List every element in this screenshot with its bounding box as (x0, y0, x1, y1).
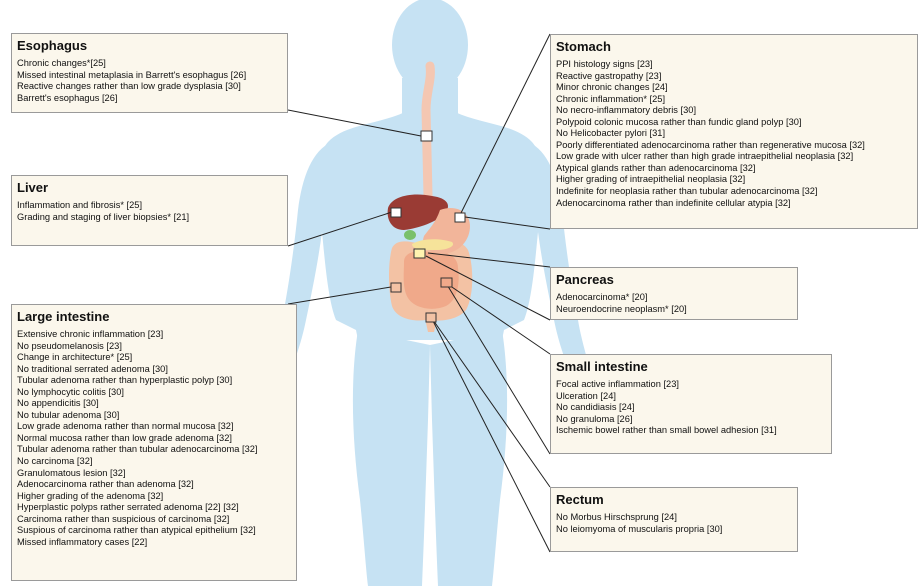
marker-stomach (455, 213, 465, 222)
list-item: Adenocarcinoma rather than adenoma [32] (17, 479, 290, 491)
list-item: Reactive changes rather than low grade d… (17, 81, 281, 93)
list-item: PPI histology signs [23] (556, 59, 911, 71)
list-item: Tubular adenoma rather than hyperplastic… (17, 375, 290, 387)
small-intestine-box: Small intestine Focal active inflammatio… (550, 354, 832, 454)
list-item: Carcinoma rather than suspicious of carc… (17, 514, 290, 526)
pancreas-list: Adenocarcinoma* [20] Neuroendocrine neop… (556, 292, 791, 315)
list-item: Higher grading of intraepithelial neopla… (556, 174, 911, 186)
list-item: No appendicitis [30] (17, 398, 290, 410)
gallbladder-organ (404, 230, 416, 240)
liver-list: Inflammation and fibrosis* [25] Grading … (17, 200, 281, 223)
rectum-list: No Morbus Hirschsprung [24] No leiomyoma… (556, 512, 791, 535)
large-intestine-list: Extensive chronic inflammation [23] No p… (17, 329, 290, 548)
body-right-leg (430, 330, 507, 586)
list-item: Tubular adenoma rather than tubular aden… (17, 444, 290, 456)
marker-liver (391, 208, 401, 217)
pancreas-title: Pancreas (556, 272, 791, 287)
liver-box: Liver Inflammation and fibrosis* [25] Gr… (11, 175, 288, 246)
list-item: Normal mucosa rather than low grade aden… (17, 433, 290, 445)
list-item: Extensive chronic inflammation [23] (17, 329, 290, 341)
list-item: Inflammation and fibrosis* [25] (17, 200, 281, 212)
list-item: Focal active inflammation [23] (556, 379, 825, 391)
list-item: No pseudomelanosis [23] (17, 341, 290, 353)
esophagus-list: Chronic changes*[25] Missed intestinal m… (17, 58, 281, 104)
list-item: Low grade adenoma rather than normal muc… (17, 421, 290, 433)
list-item: Ischemic bowel rather than small bowel a… (556, 425, 825, 437)
list-item: No traditional serrated adenoma [30] (17, 364, 290, 376)
list-item: Grading and staging of liver biopsies* [… (17, 212, 281, 224)
list-item: Granulomatous lesion [32] (17, 468, 290, 480)
list-item: No necro-inflammatory debris [30] (556, 105, 911, 117)
large-intestine-title: Large intestine (17, 309, 290, 324)
list-item: Poorly differentiated adenocarcinoma rat… (556, 140, 911, 152)
body-left-leg (353, 330, 430, 586)
list-item: Neuroendocrine neoplasm* [20] (556, 304, 791, 316)
small-intestine-list: Focal active inflammation [23] Ulceratio… (556, 379, 825, 437)
list-item: Suspious of carcinoma rather than atypic… (17, 525, 290, 537)
list-item: Change in architecture* [25] (17, 352, 290, 364)
list-item: Reactive gastropathy [23] (556, 71, 911, 83)
marker-small-intestine (441, 278, 452, 287)
list-item: Chronic inflammation* [25] (556, 94, 911, 106)
rectum-title: Rectum (556, 492, 791, 507)
list-item: Hyperplastic polyps rather serrated aden… (17, 502, 290, 514)
list-item: Higher grading of the adenoma [32] (17, 491, 290, 503)
stomach-title: Stomach (556, 39, 911, 54)
list-item: No leiomyoma of muscularis propria [30] (556, 524, 791, 536)
list-item: No granuloma [26] (556, 414, 825, 426)
list-item: Adenocarcinoma rather than indefinite ce… (556, 198, 911, 210)
stomach-list: PPI histology signs [23] Reactive gastro… (556, 59, 911, 209)
list-item: No tubular adenoma [30] (17, 410, 290, 422)
stomach-box: Stomach PPI histology signs [23] Reactiv… (550, 34, 918, 229)
list-item: Polypoid colonic mucosa rather than fund… (556, 117, 911, 129)
list-item: Barrett's esophagus [26] (17, 93, 281, 105)
marker-pancreas (414, 249, 425, 258)
list-item: Atypical glands rather than adenocarcino… (556, 163, 911, 175)
list-item: Ulceration [24] (556, 391, 825, 403)
list-item: No lymphocytic colitis [30] (17, 387, 290, 399)
esophagus-box: Esophagus Chronic changes*[25] Missed in… (11, 33, 288, 113)
list-item: Chronic changes*[25] (17, 58, 281, 70)
large-intestine-box: Large intestine Extensive chronic inflam… (11, 304, 297, 581)
marker-esophagus (421, 131, 432, 141)
list-item: Low grade with ulcer rather than high gr… (556, 151, 911, 163)
list-item: No candidiasis [24] (556, 402, 825, 414)
liver-title: Liver (17, 180, 281, 195)
list-item: Adenocarcinoma* [20] (556, 292, 791, 304)
rectum-box: Rectum No Morbus Hirschsprung [24] No le… (550, 487, 798, 552)
small-intestine-title: Small intestine (556, 359, 825, 374)
esophagus-title: Esophagus (17, 38, 281, 53)
list-item: Indefinite for neoplasia rather than tub… (556, 186, 911, 198)
pancreas-box: Pancreas Adenocarcinoma* [20] Neuroendoc… (550, 267, 798, 320)
list-item: Missed intestinal metaplasia in Barrett'… (17, 70, 281, 82)
marker-large-intestine (391, 283, 401, 292)
marker-rectum (426, 313, 436, 322)
list-item: Missed inflammatory cases [22] (17, 537, 290, 549)
list-item: Minor chronic changes [24] (556, 82, 911, 94)
list-item: No carcinoma [32] (17, 456, 290, 468)
list-item: No Helicobacter pylori [31] (556, 128, 911, 140)
list-item: No Morbus Hirschsprung [24] (556, 512, 791, 524)
